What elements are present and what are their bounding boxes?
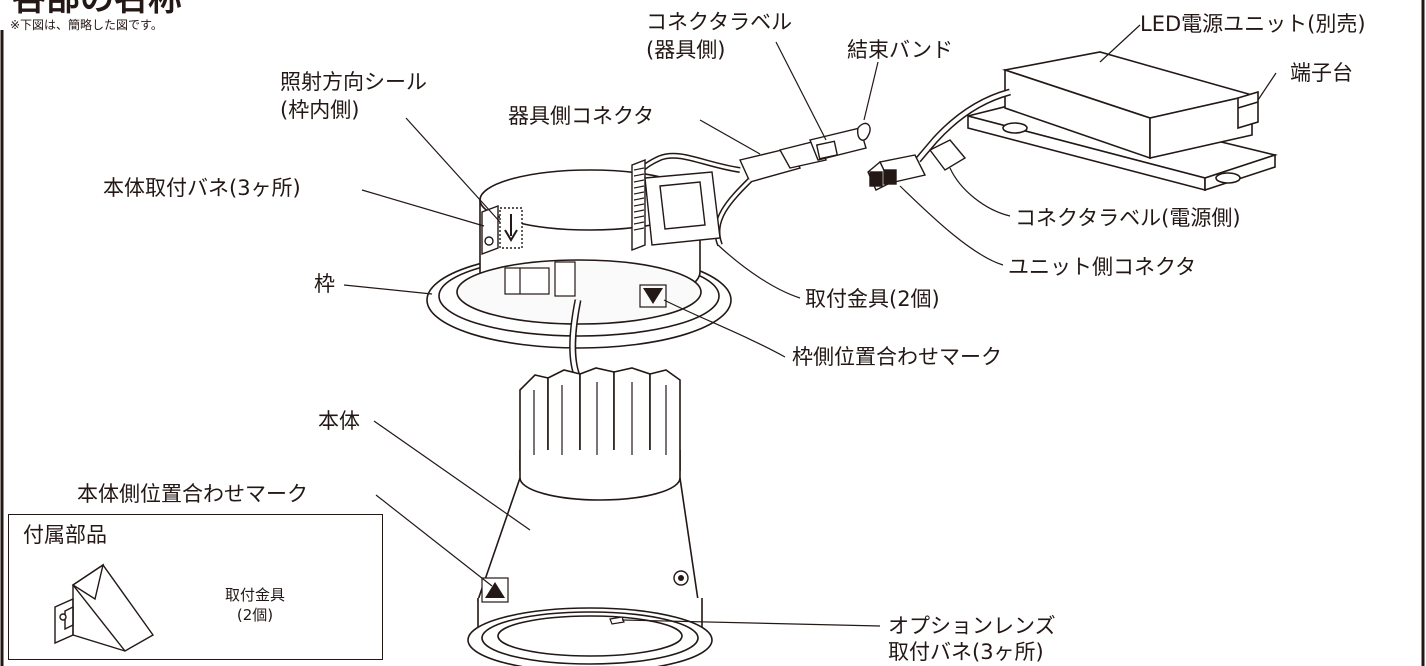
triangle-up-icon <box>485 582 505 598</box>
label-led-power-unit: LED電源ユニット(別売) <box>1140 12 1366 36</box>
label-frame-alignment-mark: 枠側位置合わせマーク <box>792 345 1002 369</box>
label-option-lens-sub: 取付バネ(3ヶ所) <box>888 640 1044 664</box>
note-text: ※下図は、簡略した図です。 <box>10 18 163 32</box>
label-terminal-block: 端子台 <box>1290 61 1353 85</box>
accessory-bracket-label: 取付金具 (2個) <box>225 585 285 625</box>
label-connector-label-fixture: コネクタラベル <box>646 10 793 34</box>
label-mounting-bracket: 取付金具(2個) <box>805 287 940 311</box>
arrow-down-icon <box>504 214 518 242</box>
label-frame: 枠 <box>314 272 335 296</box>
label-cable-tie: 結束バンド <box>847 38 954 62</box>
label-illumination-seal-sub: (枠内側) <box>280 98 360 122</box>
accessory-bracket-name: 取付金具 <box>225 586 286 604</box>
label-fixture-connector: 器具側コネクタ <box>508 104 655 128</box>
label-body-spring: 本体取付バネ(3ヶ所) <box>103 176 301 200</box>
label-unit-connector: ユニット側コネクタ <box>1008 255 1197 279</box>
label-body: 本体 <box>318 409 360 433</box>
accessories-box: 付属部品 取付金具 (2個) <box>8 514 383 660</box>
accessories-title: 付属部品 <box>23 523 107 547</box>
triangle-down-icon <box>643 288 663 304</box>
page-title: 各部の名称 <box>12 0 182 16</box>
accessory-bracket-qty: (2個) <box>236 606 274 624</box>
label-connector-label-power: コネクタラベル(電源側) <box>1015 206 1241 230</box>
led-power-unit-drawing <box>967 51 1278 192</box>
label-illumination-seal: 照射方向シール <box>280 70 427 94</box>
label-connector-label-fixture-sub: (器具側) <box>646 38 726 62</box>
label-body-alignment-mark: 本体側位置合わせマーク <box>77 482 308 506</box>
bracket-accessory-drawing <box>54 563 155 652</box>
label-option-lens: オプションレンズ <box>888 614 1056 638</box>
